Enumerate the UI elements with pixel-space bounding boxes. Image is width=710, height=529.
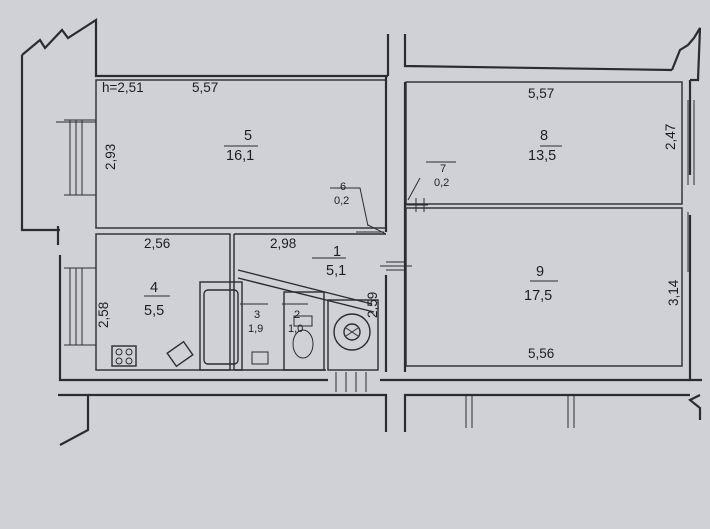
- boiler-icon: [333, 313, 371, 351]
- room9-width: 5,56: [528, 346, 554, 361]
- room1-number: 1: [333, 244, 341, 260]
- room3-area: 1,9: [248, 323, 263, 335]
- room8-area: 13,5: [528, 148, 556, 164]
- walls: [20, 17, 702, 446]
- room6-number: 6: [340, 181, 346, 193]
- room5-area: 16,1: [226, 148, 254, 164]
- room5-width: 5,57: [192, 80, 218, 95]
- tap-icon: [251, 351, 269, 365]
- room5-number: 5: [244, 128, 252, 144]
- room2-area: 1,0: [288, 323, 303, 335]
- room1-width: 2,98: [270, 236, 296, 251]
- stove-icon: [111, 345, 137, 367]
- room9-height: 3,14: [666, 279, 681, 306]
- room9-area: 17,5: [524, 288, 552, 304]
- room8-number: 8: [540, 128, 548, 144]
- room1-height: 2,59: [365, 292, 380, 318]
- windows: [64, 100, 695, 428]
- labels: h=2,51 5,57 2,93 5 16,1 5,57 8 13,5 2,47…: [96, 80, 681, 361]
- room4-height: 2,58: [96, 302, 111, 328]
- room5-height: 2,93: [103, 144, 118, 170]
- room7-number: 7: [440, 163, 446, 175]
- bathtub-icon: [203, 289, 239, 365]
- room4-number: 4: [150, 280, 158, 296]
- room8-width: 5,57: [528, 86, 554, 101]
- toilet-icon: [292, 315, 314, 359]
- room4-area: 5,5: [144, 303, 164, 319]
- room4-width: 2,56: [144, 236, 170, 251]
- leaders: [144, 145, 562, 305]
- room2-number: 2: [294, 309, 300, 321]
- sink-icon: [166, 340, 194, 368]
- ceiling-height: h=2,51: [102, 80, 144, 95]
- room3-number: 3: [254, 309, 260, 321]
- room1-area: 5,1: [326, 263, 346, 279]
- room6-area: 0,2: [334, 195, 349, 207]
- room7-area: 0,2: [434, 177, 449, 189]
- room9-number: 9: [536, 264, 544, 280]
- doors: [56, 121, 428, 271]
- room8-height: 2,47: [663, 124, 678, 150]
